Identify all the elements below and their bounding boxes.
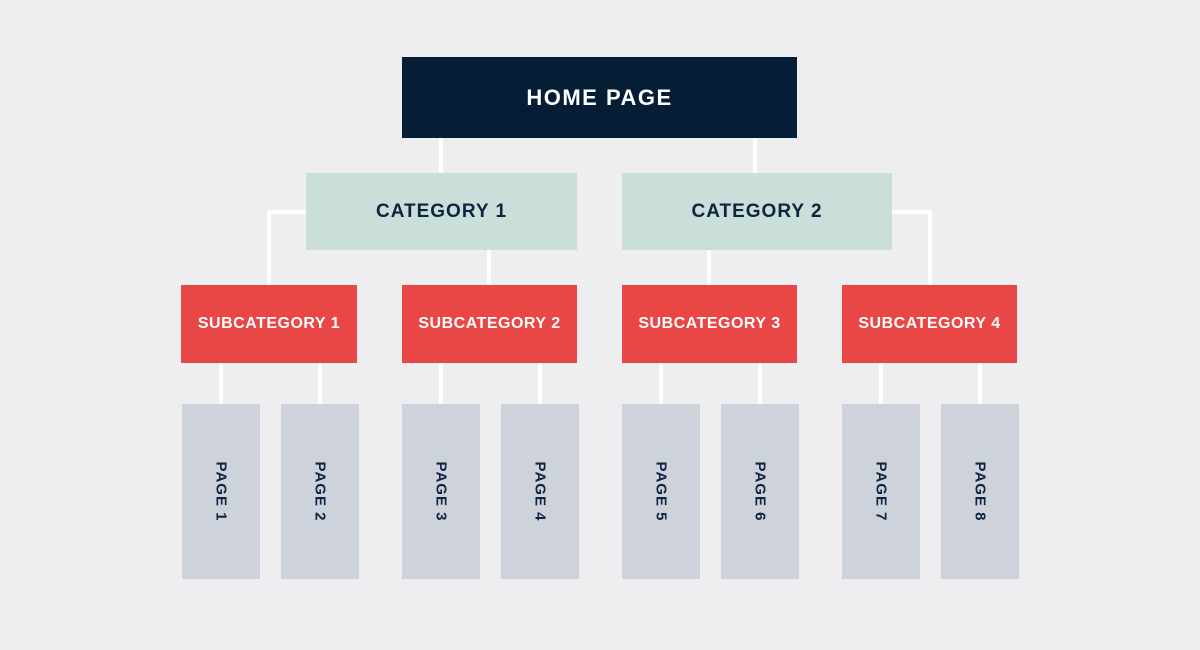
connector-category1-subcategory1-vertical	[267, 210, 271, 285]
node-page-1-label: PAGE 1	[212, 461, 230, 522]
node-page-1: PAGE 1	[182, 404, 260, 579]
node-home-page: HOME PAGE	[402, 57, 797, 138]
connector-category1-subcategory1-horizontal	[267, 210, 306, 214]
node-page-6: PAGE 6	[721, 404, 799, 579]
node-page-7: PAGE 7	[842, 404, 920, 579]
connector-subcategory1-page1	[219, 363, 223, 404]
connector-home-category2	[753, 138, 757, 173]
node-page-8-label: PAGE 8	[971, 461, 989, 522]
node-page-3: PAGE 3	[402, 404, 480, 579]
node-category-2: CATEGORY 2	[622, 173, 892, 250]
node-home-page-label: HOME PAGE	[526, 84, 673, 110]
connector-subcategory2-page4	[538, 363, 542, 404]
node-page-7-label: PAGE 7	[872, 461, 890, 522]
connector-subcategory2-page3	[439, 363, 443, 404]
node-page-2-label: PAGE 2	[311, 461, 329, 522]
connector-category2-subcategory4-vertical	[928, 210, 932, 285]
node-subcategory-4-label: SUBCATEGORY 4	[858, 315, 1001, 332]
node-subcategory-1-label: SUBCATEGORY 1	[197, 315, 341, 332]
node-page-5: PAGE 5	[622, 404, 700, 579]
connector-subcategory3-page5	[659, 363, 663, 404]
connector-category1-subcategory2	[487, 250, 491, 285]
connector-subcategory1-page2	[318, 363, 322, 404]
node-page-8: PAGE 8	[941, 404, 1019, 579]
node-page-5-label: PAGE 5	[652, 461, 670, 522]
node-page-6-label: PAGE 6	[751, 461, 769, 522]
node-subcategory-3: SUBCATEGORY 3	[622, 285, 797, 363]
connector-category2-subcategory3	[707, 250, 711, 285]
node-category-1-label: CATEGORY 1	[375, 200, 508, 222]
connector-subcategory4-page7	[879, 363, 883, 404]
node-category-1: CATEGORY 1	[306, 173, 577, 250]
node-category-2-label: CATEGORY 2	[691, 200, 823, 222]
node-subcategory-3-label: SUBCATEGORY 3	[638, 315, 781, 332]
node-subcategory-2-label: SUBCATEGORY 2	[418, 315, 561, 332]
connector-subcategory4-page8	[978, 363, 982, 404]
connector-category2-subcategory4-horizontal	[892, 210, 932, 214]
node-subcategory-1: SUBCATEGORY 1	[181, 285, 357, 363]
node-subcategory-4: SUBCATEGORY 4	[842, 285, 1017, 363]
node-page-4-label: PAGE 4	[531, 461, 549, 522]
node-page-2: PAGE 2	[281, 404, 359, 579]
connector-home-category1	[439, 138, 443, 173]
connector-subcategory3-page6	[758, 363, 762, 404]
node-page-3-label: PAGE 3	[432, 461, 450, 522]
node-page-4: PAGE 4	[501, 404, 579, 579]
node-subcategory-2: SUBCATEGORY 2	[402, 285, 577, 363]
